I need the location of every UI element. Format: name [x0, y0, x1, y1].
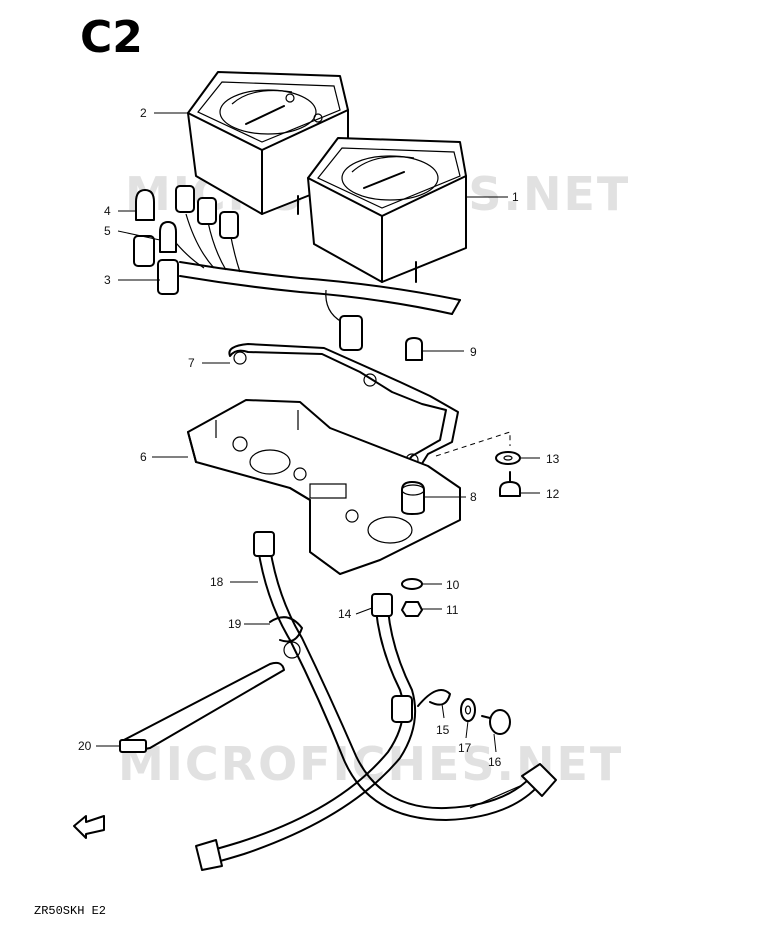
callout-13: 13 — [546, 452, 560, 466]
part-19-clamp[interactable] — [269, 616, 303, 659]
callout-leader-lines — [96, 112, 540, 753]
part-1-tachometer[interactable] — [307, 137, 467, 283]
callout-12: 12 — [546, 487, 560, 501]
part-6-meter-case[interactable] — [187, 399, 461, 575]
front-direction-arrow-icon — [73, 815, 105, 839]
callout-17: 17 — [458, 741, 472, 755]
part-16-bolt[interactable] — [481, 709, 511, 735]
part-12-screw[interactable] — [499, 471, 521, 497]
part-4-bulb[interactable] — [135, 189, 155, 221]
callout-14: 14 — [338, 607, 352, 621]
wiring-harness — [171, 213, 461, 323]
part-8-grommet[interactable] — [401, 481, 425, 515]
callout-7: 7 — [188, 356, 195, 370]
callout-19: 19 — [228, 617, 242, 631]
part-18-speedometer-cable[interactable] — [253, 531, 557, 821]
diagram-footer-code: ZR50SKH E2 — [34, 904, 106, 918]
callout-1: 1 — [512, 190, 519, 204]
callout-3: 3 — [104, 273, 111, 287]
page-title: C2 — [80, 12, 143, 63]
callout-20: 20 — [78, 739, 92, 753]
part-11-nut[interactable] — [401, 601, 423, 617]
callout-9: 9 — [470, 345, 477, 359]
callout-4: 4 — [104, 204, 111, 218]
part-3-bulb-socket[interactable] — [133, 185, 363, 351]
part-17-washer[interactable] — [460, 698, 476, 722]
part-15-clamp[interactable] — [417, 689, 451, 707]
callout-15: 15 — [436, 723, 450, 737]
callout-6: 6 — [140, 450, 147, 464]
callout-16: 16 — [488, 755, 502, 769]
part-10-washer[interactable] — [401, 578, 423, 590]
callout-10: 10 — [446, 578, 460, 592]
callout-2: 2 — [140, 106, 147, 120]
callout-5: 5 — [104, 224, 111, 238]
callout-8: 8 — [470, 490, 477, 504]
part-5-bulb[interactable] — [159, 221, 177, 253]
part-13-washer[interactable] — [495, 451, 521, 465]
callout-11: 11 — [446, 603, 459, 617]
callout-18: 18 — [210, 575, 224, 589]
part-9-cap[interactable] — [405, 337, 423, 361]
part-14-tachometer-cable[interactable] — [195, 593, 417, 871]
part-20-strap[interactable] — [119, 661, 285, 753]
